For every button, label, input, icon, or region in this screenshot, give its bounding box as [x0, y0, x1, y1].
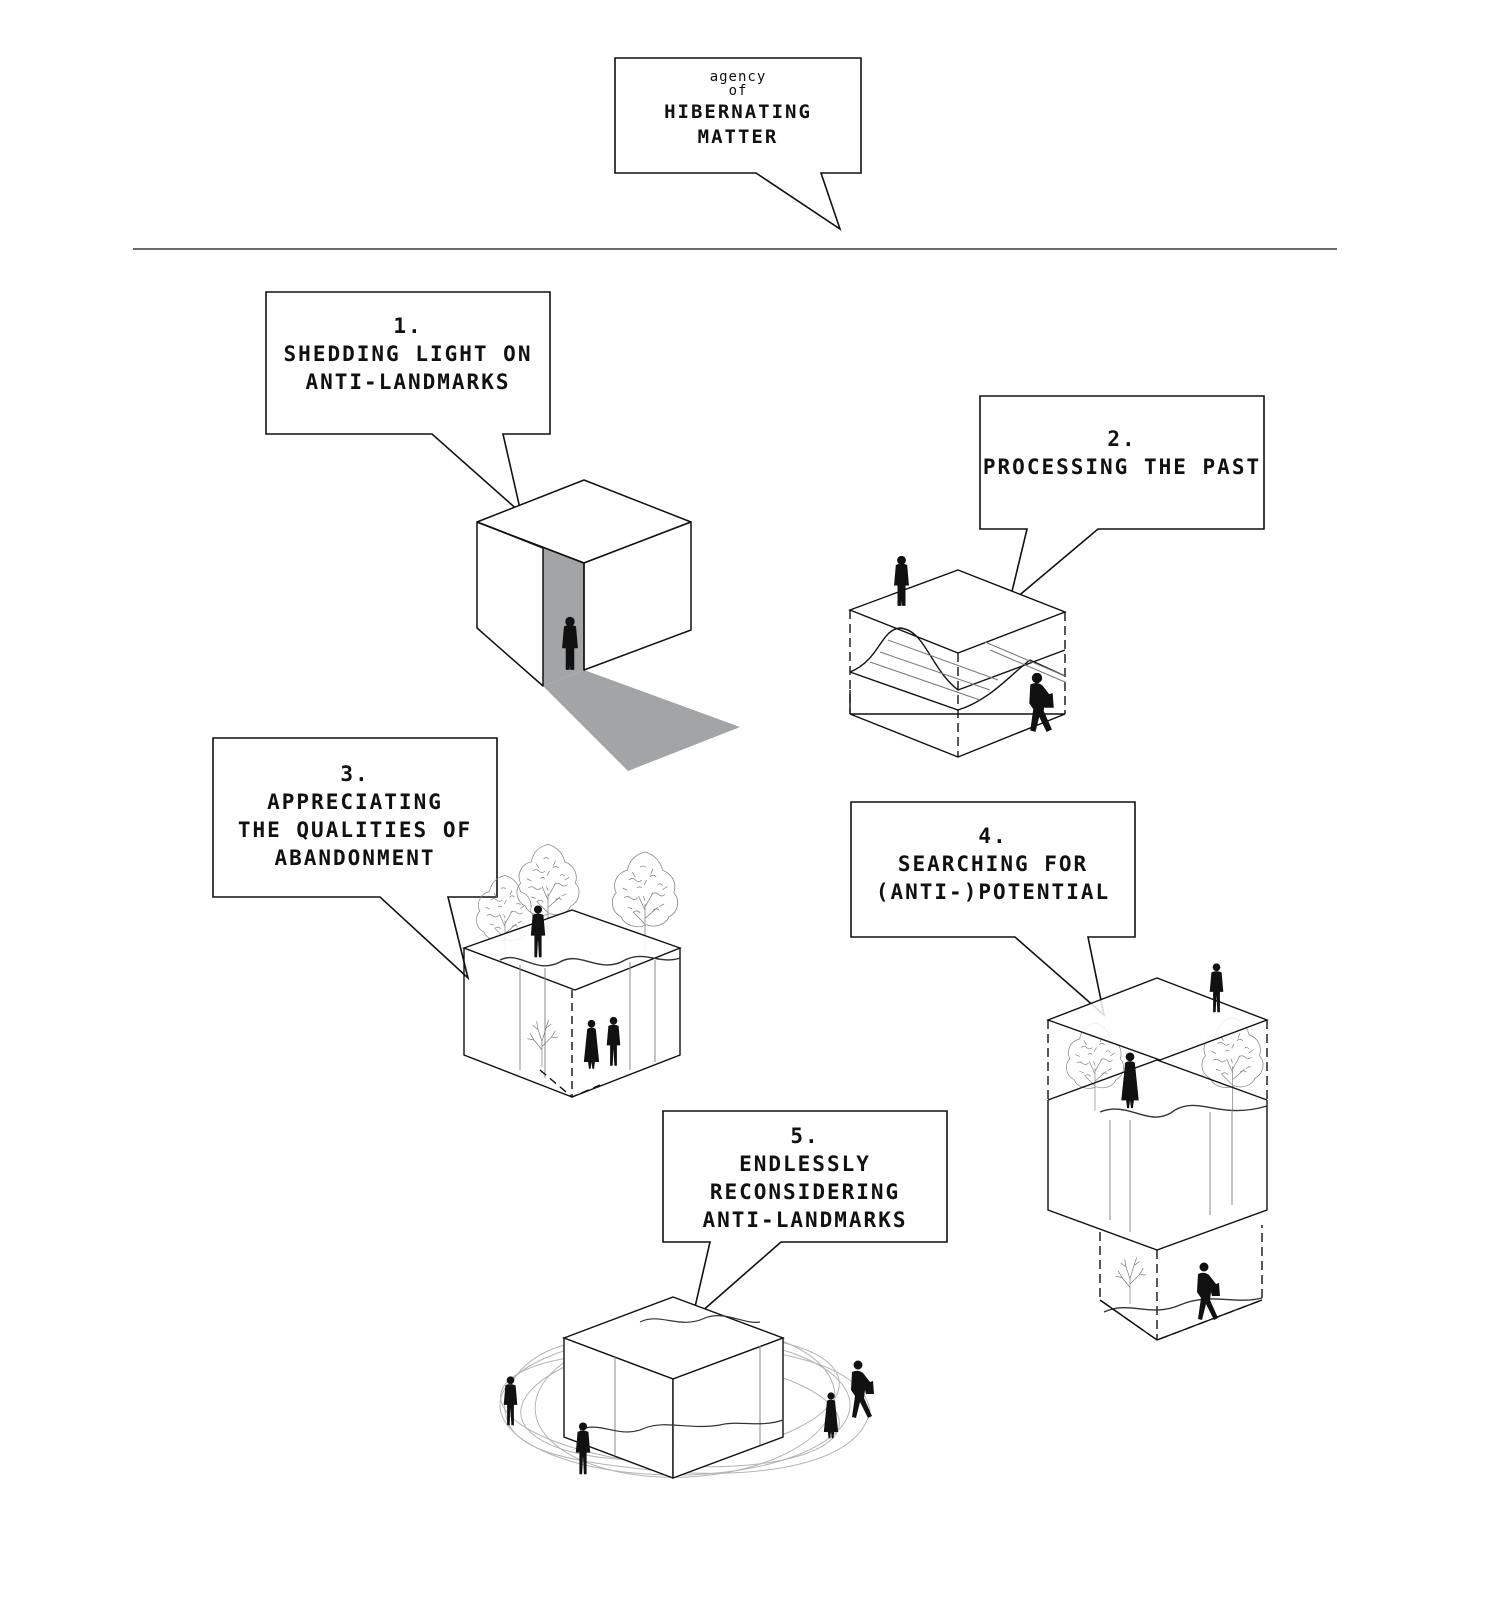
- speech-bubble-4: [850, 801, 1136, 1018]
- header-line-agency: agency: [709, 69, 767, 85]
- step-4-line-1: SEARCHING FOR: [897, 852, 1089, 876]
- step-5-line-2: RECONSIDERING: [709, 1180, 901, 1204]
- speech-bubble-5: [662, 1110, 948, 1323]
- step-3-line-1: APPRECIATING: [267, 790, 443, 814]
- step-3-caption: 3. APPRECIATING THE QUALITIES OF ABANDON…: [213, 760, 497, 872]
- step-3-line-3: ABANDONMENT: [274, 846, 436, 870]
- diagram-5-orbit-box: [499, 1296, 874, 1480]
- step-4-number: 4.: [978, 824, 1008, 848]
- diagram-2-layered-slabs: [848, 555, 1067, 758]
- header-line-hibernating: HIBERNATING: [664, 101, 812, 123]
- step-1-line-2: ANTI-LANDMARKS: [305, 370, 511, 394]
- step-5-line-1: ENDLESSLY: [739, 1152, 871, 1176]
- header-caption: agency of HIBERNATING MATTER: [615, 70, 861, 150]
- step-2-number: 2.: [1107, 427, 1137, 451]
- diagram-1-lit-box: [476, 479, 740, 771]
- speech-bubble-3: [212, 737, 498, 981]
- step-5-line-3: ANTI-LANDMARKS: [702, 1208, 908, 1232]
- step-5-number: 5.: [790, 1124, 820, 1148]
- header-speech-bubble: [614, 57, 862, 231]
- speech-bubble-2: [979, 395, 1265, 607]
- header-line-of: of: [728, 83, 748, 99]
- step-1-number: 1.: [393, 314, 423, 338]
- step-1-caption: 1. SHEDDING LIGHT ON ANTI-LANDMARKS: [266, 312, 550, 396]
- step-4-caption: 4. SEARCHING FOR (ANTI-)POTENTIAL: [851, 822, 1135, 906]
- step-5-caption: 5. ENDLESSLY RECONSIDERING ANTI-LANDMARK…: [663, 1122, 947, 1234]
- step-4-line-2: (ANTI-)POTENTIAL: [875, 880, 1111, 904]
- header-line-matter: MATTER: [697, 126, 779, 148]
- step-2-line-1: PROCESSING THE PAST: [982, 455, 1262, 479]
- step-1-line-1: SHEDDING LIGHT ON: [283, 342, 533, 366]
- step-3-line-2: THE QUALITIES OF: [237, 818, 473, 842]
- step-2-caption: 2. PROCESSING THE PAST: [980, 425, 1264, 481]
- step-3-number: 3.: [340, 762, 370, 786]
- diagram-4-stacked-layers: [1045, 963, 1269, 1341]
- diagram-3-abandoned-box: [461, 843, 682, 1098]
- speech-bubble-1: [265, 291, 551, 516]
